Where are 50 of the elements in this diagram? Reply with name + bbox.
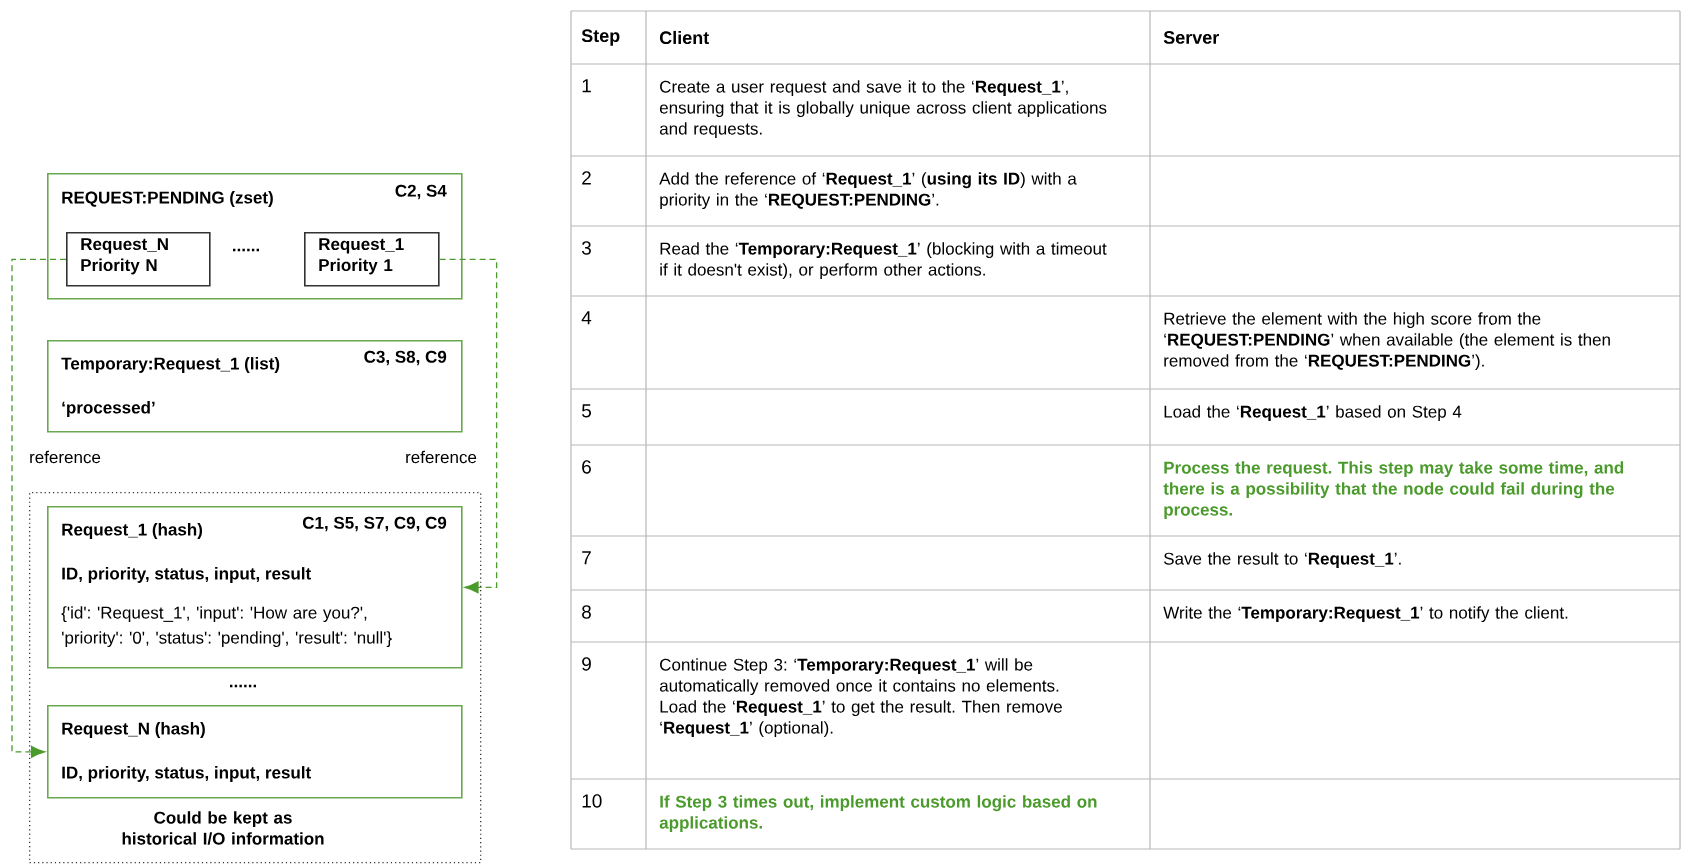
cell-text: Write the ‘Temporary:Request_1’ to notify the client.: [1163, 606, 1568, 623]
step-number: 7: [582, 551, 591, 565]
step-reference: C3, S8, C9: [364, 350, 447, 366]
arrow: [438, 258, 498, 594]
step-number: 8: [582, 605, 591, 619]
step-number: 3: [581, 241, 591, 255]
step-number: 1: [582, 79, 591, 93]
column-header: Server: [1163, 31, 1219, 44]
set-member-box: [66, 232, 211, 287]
key-title: Temporary:Request_1 (list): [61, 357, 280, 373]
cell-text: Retrieve the element with the high score from the ‘REQUEST:PENDING’ when available (the element is then removed from the ‘REQUEST:PENDING’).: [1164, 312, 1610, 371]
field-list: ID, priority, status, input, result: [62, 567, 311, 583]
step-number: 9: [582, 657, 591, 671]
key-title: Request_N (hash): [62, 722, 205, 738]
step-number: 2: [582, 171, 591, 185]
group-frame: [29, 492, 482, 864]
list-box: [47, 340, 463, 433]
cell-text: Add the reference of ‘Request_1’ (using its ID) with a priority in the ‘REQUEST:PENDING’.: [659, 172, 1077, 210]
step-number: 5: [581, 404, 591, 418]
edge-label: reference: [27, 448, 103, 466]
column-header: Client: [659, 30, 709, 45]
member-text: Request_N Priority N: [81, 238, 168, 275]
member-text: Request_1 Priority 1: [319, 238, 404, 275]
key-title: Request_1 (hash): [62, 523, 203, 539]
column-header: Step: [581, 29, 620, 46]
cell-text: If Step 3 times out, implement custom logic based on applications.: [659, 795, 1097, 833]
note-text: Could be kept as historical I/O information: [122, 811, 324, 845]
step-reference: C2, S4: [395, 184, 447, 200]
step-number: 4: [581, 311, 592, 325]
cell-text: Process the request. This step may take some time, and there is a possibility that the node could fail during the process.: [1163, 461, 1624, 520]
set-member-box: [304, 232, 440, 287]
key-title: REQUEST:PENDING (zset): [62, 191, 273, 207]
ellipsis-dots: ......: [230, 684, 257, 688]
field-list: ID, priority, status, input, result: [62, 766, 311, 782]
edge-label: reference: [403, 448, 479, 466]
cell-text: Save the result to ‘Request_1’.: [1164, 552, 1401, 569]
cell-text: Continue Step 3: ‘Temporary:Request_1’ will be automatically removed once it contains no elements. Load the ‘Request_1’ to get the result. Then remove ‘Request_1’ (optional).: [659, 658, 1062, 738]
cell-text: Create a user request and save it to the ‘Request_1’, ensuring that it is globally unique across client applications and requests.: [659, 80, 1107, 139]
cell-text: Read the ‘Temporary:Request_1’ (blocking with a timeout if it doesn't exist), or perform other actions.: [660, 242, 1107, 280]
value-text: {'id': 'Request_1', 'input': 'How are you?', 'priority': '0', 'status': 'pending', 'result': 'null'}: [61, 606, 392, 648]
sorted-set-box: [47, 173, 463, 300]
step-reference: C1, S5, S7, C9, C9: [302, 516, 447, 532]
step-number: 6: [582, 460, 591, 474]
hash-box: [47, 506, 463, 669]
cell-text: Load the ‘Request_1’ based on Step 4: [1164, 405, 1462, 422]
ellipsis-dots: ......: [233, 248, 260, 252]
step-number: 10: [582, 794, 602, 808]
hash-box: [47, 705, 463, 799]
value-text: ‘processed’: [62, 401, 155, 417]
arrow: [11, 258, 67, 758]
